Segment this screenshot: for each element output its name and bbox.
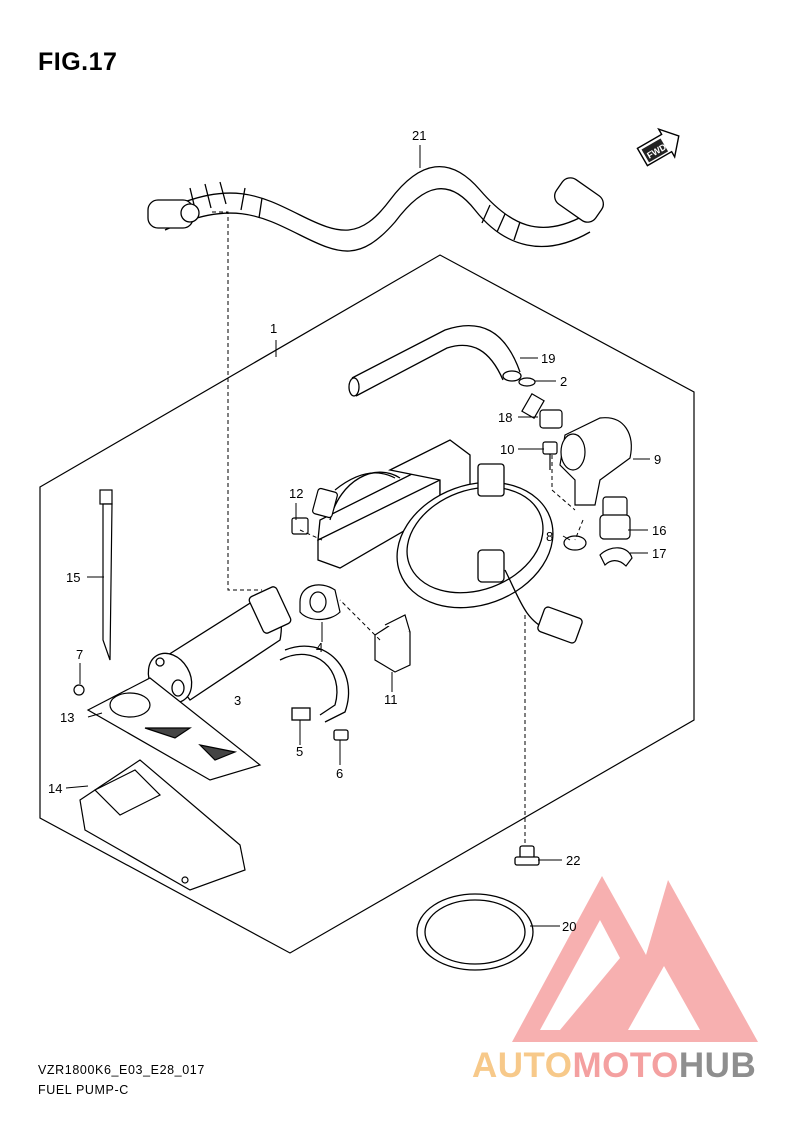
callout-12: 12 bbox=[289, 486, 303, 501]
watermark-hub: HUB bbox=[678, 1046, 757, 1085]
figure-title: FIG.17 bbox=[38, 48, 118, 76]
grommet-4 bbox=[299, 584, 341, 621]
callout-10: 10 bbox=[500, 442, 514, 457]
diagram-name: FUEL PUMP-C bbox=[38, 1083, 129, 1097]
assembly-boundary bbox=[39, 254, 695, 954]
callout-17: 17 bbox=[652, 546, 666, 561]
callout-9: 9 bbox=[654, 452, 661, 467]
holder-11 bbox=[374, 614, 411, 673]
callout-18: 18 bbox=[498, 410, 512, 425]
bolt-22-gasket-20 bbox=[416, 845, 540, 971]
callout-14: 14 bbox=[48, 781, 62, 796]
watermark-logo bbox=[512, 876, 758, 1042]
callout-8: 8 bbox=[546, 529, 553, 544]
routing-lines bbox=[212, 211, 584, 845]
callout-7: 7 bbox=[76, 647, 83, 662]
callout-3: 3 bbox=[234, 693, 241, 708]
watermark-moto: MOTO bbox=[572, 1046, 679, 1085]
callout-2: 2 bbox=[560, 374, 567, 389]
leader-lines bbox=[65, 145, 650, 927]
forward-direction-badge: FWD bbox=[636, 127, 680, 167]
callout-13: 13 bbox=[60, 710, 74, 725]
callout-6: 6 bbox=[336, 766, 343, 781]
pump-bracket bbox=[317, 439, 583, 644]
watermark-auto: AUTO bbox=[472, 1046, 573, 1085]
parts-2-18 bbox=[518, 377, 563, 429]
callout-22: 22 bbox=[566, 853, 580, 868]
diagram-code: VZR1800K6_E03_E28_017 bbox=[38, 1063, 205, 1077]
cable-tie-15 bbox=[99, 489, 113, 661]
callout-4: 4 bbox=[316, 640, 323, 655]
fuel-pump-3 bbox=[147, 586, 292, 704]
callout-5: 5 bbox=[296, 744, 303, 759]
watermark-text: AUTOMOTOHUB bbox=[472, 1046, 756, 1086]
callout-11: 11 bbox=[384, 692, 398, 707]
callout-20: 20 bbox=[562, 919, 576, 934]
callout-15: 15 bbox=[66, 570, 80, 585]
clamp-5-screw-6 bbox=[279, 645, 350, 741]
breather-hose-19 bbox=[348, 325, 522, 397]
filter-13-pad-14 bbox=[73, 677, 262, 891]
fuel-hose-21 bbox=[147, 166, 604, 252]
part-12-sensor bbox=[291, 472, 396, 535]
parts-8-9-10-16-17 bbox=[542, 417, 633, 567]
callout-numbers: 1 2 3 4 5 6 7 8 9 10 11 12 13 14 15 16 1… bbox=[48, 128, 666, 934]
callout-21: 21 bbox=[412, 128, 426, 143]
callout-16: 16 bbox=[652, 523, 666, 538]
callout-19: 19 bbox=[541, 351, 555, 366]
callout-1: 1 bbox=[270, 321, 277, 336]
